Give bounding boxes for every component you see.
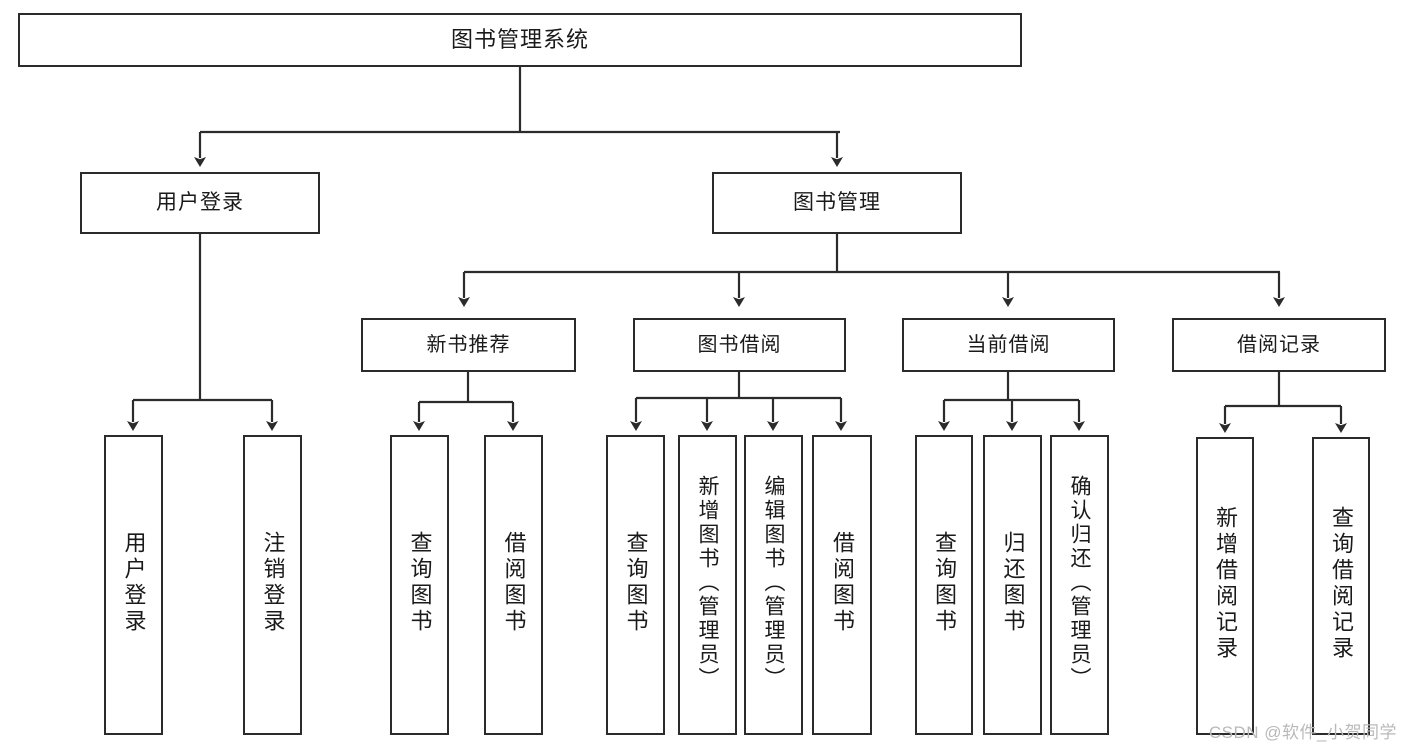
leaf-borrow-edit-book-admin[interactable]: 编辑图书（管理员） <box>744 435 803 735</box>
leaf-borrow-query-book[interactable]: 查询图书 <box>606 435 665 735</box>
leaf-record-query-record[interactable]: 查询借阅记录 <box>1312 437 1370 735</box>
node-root-system[interactable]: 图书管理系统 <box>18 13 1022 67</box>
node-book-borrow[interactable]: 图书借阅 <box>633 318 846 372</box>
node-book-management[interactable]: 图书管理 <box>712 172 962 234</box>
leaf-record-add-record[interactable]: 新增借阅记录 <box>1196 437 1254 735</box>
leaf-borrow-borrow-book[interactable]: 借阅图书 <box>812 435 872 735</box>
leaf-recommend-query-book[interactable]: 查询图书 <box>390 435 449 735</box>
leaf-recommend-borrow-book[interactable]: 借阅图书 <box>484 435 543 735</box>
leaf-current-confirm-return-admin[interactable]: 确认归还（管理员） <box>1050 435 1109 735</box>
node-user-login[interactable]: 用户登录 <box>80 172 320 234</box>
leaf-borrow-add-book-admin[interactable]: 新增图书（管理员） <box>678 435 737 735</box>
leaf-user-login-logout[interactable]: 注销登录 <box>243 435 302 735</box>
leaf-current-return-book[interactable]: 归还图书 <box>983 435 1042 735</box>
leaf-user-login-login[interactable]: 用户登录 <box>104 435 163 735</box>
leaf-current-query-book[interactable]: 查询图书 <box>915 435 973 735</box>
node-new-book-recommend[interactable]: 新书推荐 <box>361 318 576 372</box>
node-current-borrow[interactable]: 当前借阅 <box>902 318 1115 372</box>
watermark-text: CSDN @软件_小贺同学 <box>1208 723 1397 742</box>
node-borrow-record[interactable]: 借阅记录 <box>1172 318 1386 372</box>
